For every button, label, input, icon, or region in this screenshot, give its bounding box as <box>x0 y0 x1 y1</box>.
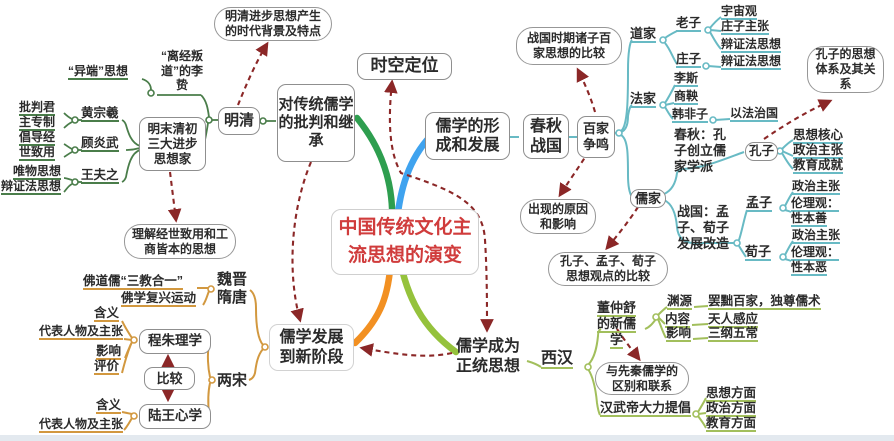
node-xi-han: 西汉 <box>541 350 574 369</box>
node-spring-warring-period: 春秋战国 <box>523 114 569 159</box>
ming-qing-lines <box>63 78 276 193</box>
node-three-thinkers: 明末清初三大进步思想家 <box>139 117 206 171</box>
node-dong-origin: 渊源 <box>667 294 693 310</box>
node-new-stage-topic: 儒学发展到新阶段 <box>269 324 354 371</box>
node-lu-wang-school: 陆王心学 <box>139 404 211 429</box>
node-gu-yanwu: 顾炎武 <box>81 136 119 152</box>
node-han-wudi-promote: 汉武帝大力提倡 <box>600 400 692 417</box>
bubble-origin-influence: 出现的原因和影响 <box>520 199 596 234</box>
node-wang-view-materialism: 唯物思想 <box>13 164 62 180</box>
bubble-three-sages-comparison: 孔子、孟子、荀子思想观点的比较 <box>548 252 668 286</box>
node-cz-evaluation: 评价 <box>94 359 120 375</box>
node-hundred-schools: 百家争鸣 <box>577 116 615 158</box>
node-heaven-man: 天人感应 <box>708 312 759 328</box>
node-confucianism-formation-topic: 儒学的形成和发展 <box>425 112 510 160</box>
node-kongzi: 孔子 <box>745 142 778 161</box>
bubble-understand-jingshi: 理解经世致用和工商皆本的思想 <box>124 224 236 259</box>
node-lw-meaning: 含义 <box>96 398 122 414</box>
node-legalism: 法家 <box>630 91 657 108</box>
bubble-pre-qin-difference: 与先秦儒学的区别和联系 <box>595 362 689 395</box>
central-topic: 中国传统文化主流思想的演变 <box>331 209 479 275</box>
node-mengzi-ethics: 伦理观：性本善 <box>791 196 840 227</box>
node-gu-view: 倡导经世致用 <box>19 130 56 161</box>
node-confucian-school: 儒家 <box>630 189 666 208</box>
note-mengzi-xunzi-develop: 战国：孟子、荀子发展改造 <box>677 204 730 251</box>
node-dong-content: 内容 <box>665 312 691 328</box>
node-wang-view-dialectics: 辩证法思想 <box>1 179 62 195</box>
node-cz-influence: 影响 <box>96 344 122 360</box>
bubble-ming-qing-background: 明清进步思想产生的时代背景及特点 <box>214 7 332 41</box>
node-wang-fuzhi: 王夫之 <box>81 168 119 184</box>
node-han-feizi: 韩非子 <box>672 107 709 123</box>
node-mengzi-politics: 政治主张 <box>792 179 841 195</box>
node-laozi-view-cosmology: 宇宙观 <box>721 4 758 20</box>
node-criticize-inherit-topic: 对传统儒学的批判和继承 <box>277 84 355 162</box>
node-three-teachings: 佛道儒“三教合一” <box>83 274 184 290</box>
bubble-schools-comparison: 战国时期诸子百家思想的比较 <box>516 27 622 65</box>
node-dong-zhongshu: 董仲舒的新儒学 <box>596 300 636 349</box>
node-wudi-education-aspect: 教育方面 <box>706 416 757 432</box>
bubble-kongzi-system: 孔子的思想体系及其关系 <box>807 46 884 93</box>
node-li-si: 李斯 <box>674 71 699 87</box>
node-xunzi: 荀子 <box>745 244 772 261</box>
node-wudi-thought-aspect: 思想方面 <box>706 386 757 402</box>
junction-dots <box>71 26 787 420</box>
node-laozi: 老子 <box>676 16 702 32</box>
node-ming-qing: 明清 <box>218 107 260 135</box>
node-liang-song: 两宋 <box>217 372 248 389</box>
node-cz-meaning: 含义 <box>94 306 120 322</box>
song-ming-lines <box>121 287 264 431</box>
chun-qiu-lines <box>510 16 794 262</box>
node-rule-by-law: 以法治国 <box>730 106 779 122</box>
node-laozi-view-politics: 庄子主张 <box>721 19 770 35</box>
relation-arrows <box>167 41 833 362</box>
node-mengzi: 孟子 <box>746 195 773 212</box>
bottom-strip <box>0 435 894 441</box>
node-compare: 比较 <box>144 367 195 390</box>
node-zhuangzi-view: 辩证法思想 <box>721 54 782 70</box>
node-kongzi-education: 教育成就 <box>793 158 844 174</box>
node-huang-zongxi: 黄宗羲 <box>81 106 119 122</box>
node-wei-jin-sui-tang: 魏晋隋唐 <box>216 271 247 307</box>
node-buddhist-revival: 佛学复兴运动 <box>121 291 197 307</box>
node-lw-representatives: 代表人物及主张 <box>39 417 124 433</box>
node-laozi-view-dialectics: 辩证法思想 <box>721 37 782 53</box>
node-kongzi-politics: 政治主张 <box>793 143 844 159</box>
node-orthodox-topic: 儒学成为正统思想 <box>455 338 520 375</box>
node-li-zhi: “离经叛道”的李贽 <box>160 49 203 93</box>
node-wudi-politics-aspect: 政治方面 <box>706 401 757 417</box>
node-kongzi-core-thought: 思想核心 <box>793 128 844 144</box>
node-shang-yang: 商鞅 <box>674 89 699 105</box>
node-huang-view: 批判君主专制 <box>19 100 56 131</box>
note-kongzi-founded: 春秋：孔子创立儒家学派 <box>674 127 727 174</box>
node-cheng-zhu-school: 程朱理学 <box>139 329 211 354</box>
node-xunzi-politics: 政治主张 <box>792 228 841 244</box>
node-heresy-thought: “异端”思想 <box>68 64 129 80</box>
node-three-bonds: 三纲五常 <box>708 326 759 342</box>
node-dong-influence: 影响 <box>666 326 692 342</box>
node-cz-representatives: 代表人物及主张 <box>39 324 124 340</box>
node-xunzi-ethics: 伦理观：性本恶 <box>791 245 840 276</box>
node-daoism: 道家 <box>630 26 657 43</box>
node-time-space: 时空定位 <box>357 53 452 80</box>
node-zhuangzi: 庄子 <box>676 52 702 68</box>
node-ban-hundred-schools: 罢黜百家，独尊儒术 <box>708 294 821 310</box>
